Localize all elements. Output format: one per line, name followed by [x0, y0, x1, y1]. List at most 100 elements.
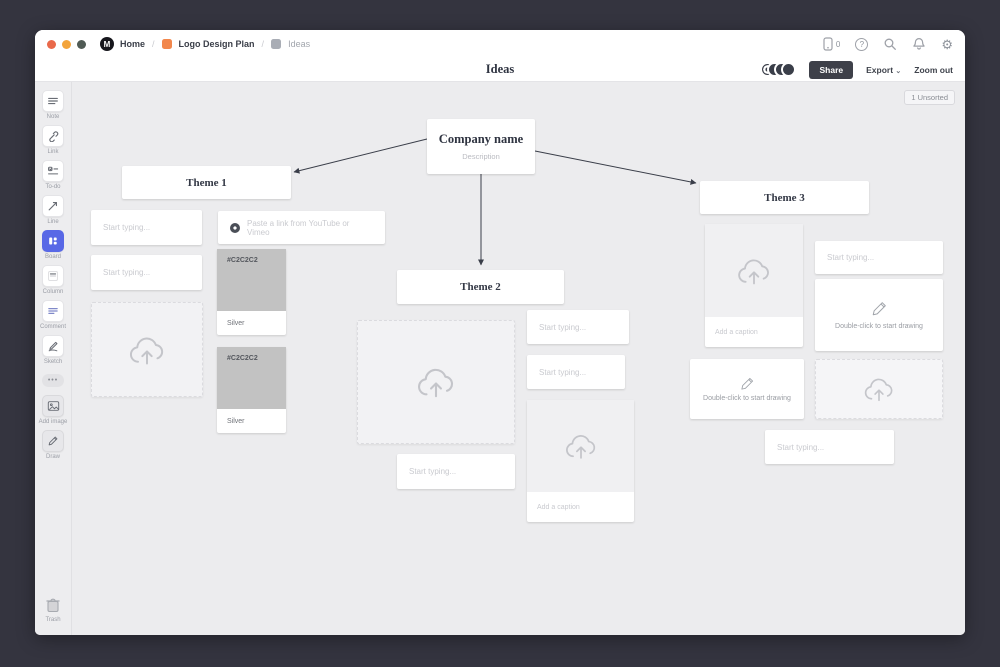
- caption-placeholder[interactable]: Add a caption: [715, 328, 758, 336]
- mobile-devices-button[interactable]: 0: [823, 37, 840, 51]
- notifications-bell-icon[interactable]: [912, 37, 926, 51]
- breadcrumb-current: Ideas: [288, 39, 311, 49]
- settings-gear-icon[interactable]: ⚙: [941, 36, 953, 52]
- breadcrumb-board[interactable]: Logo Design Plan: [178, 39, 255, 49]
- note-placeholder: Start typing...: [409, 467, 457, 476]
- tool-sketch[interactable]: Sketch: [42, 335, 64, 367]
- todo-icon: [48, 166, 59, 175]
- more-tools-button[interactable]: •••: [42, 374, 64, 387]
- color-swatch-card[interactable]: #C2C2C2 Silver: [217, 347, 286, 433]
- breadcrumb-separator: /: [261, 39, 265, 49]
- tool-board[interactable]: Board: [42, 230, 64, 262]
- tool-line[interactable]: Line: [42, 195, 64, 227]
- company-description: Description: [462, 152, 500, 161]
- app-logo[interactable]: M: [100, 37, 114, 51]
- sketch-card[interactable]: Double-click to start drawing: [690, 359, 804, 419]
- image-upload-placeholder[interactable]: [815, 359, 943, 419]
- close-window-button[interactable]: [47, 39, 56, 49]
- share-button[interactable]: Share: [809, 60, 854, 79]
- note-placeholder: Start typing...: [539, 367, 587, 377]
- minimize-window-button[interactable]: [62, 39, 71, 49]
- cloud-upload-icon: [565, 435, 595, 459]
- tool-label: Comment: [39, 324, 66, 330]
- board-icon: [49, 237, 57, 245]
- note-card[interactable]: Start typing...: [527, 355, 625, 389]
- note-card[interactable]: Start typing...: [397, 454, 515, 489]
- tool-label: To-do: [45, 184, 61, 190]
- cloud-upload-icon: [418, 368, 454, 398]
- link-placeholder: Paste a link from YouTube or Vimeo: [247, 218, 350, 237]
- tool-draw[interactable]: Draw: [42, 430, 64, 462]
- avatar: [781, 62, 797, 77]
- note-card[interactable]: Start typing...: [765, 430, 894, 464]
- color-swatch-card[interactable]: #C2C2C2 Silver: [217, 249, 286, 335]
- theme1-card[interactable]: Theme 1: [122, 166, 291, 199]
- tool-label: Board: [44, 254, 61, 260]
- collaborator-avatars[interactable]: [760, 62, 797, 77]
- note-card[interactable]: Start typing...: [91, 210, 202, 245]
- board-icon-gray: [271, 39, 282, 49]
- breadcrumb-home[interactable]: Home: [120, 39, 146, 49]
- note-icon: [48, 97, 58, 105]
- caption-placeholder[interactable]: Add a caption: [537, 503, 580, 511]
- image-area: [705, 224, 803, 317]
- add-image-icon: [47, 401, 59, 411]
- tool-todo[interactable]: To-do: [42, 160, 64, 192]
- search-icon[interactable]: [883, 37, 897, 51]
- tool-label: Trash: [45, 617, 61, 623]
- line-arrow-icon: [48, 202, 57, 211]
- page-title: Ideas: [485, 62, 515, 76]
- chevron-down-icon: ⌄: [895, 67, 902, 75]
- swatch-color-area: #C2C2C2: [217, 347, 286, 409]
- tool-sidebar: Note Link: [35, 82, 72, 635]
- help-icon[interactable]: ?: [855, 37, 869, 51]
- board-header: Ideas Share Export ⌄ Zoom out: [35, 58, 965, 82]
- theme2-card[interactable]: Theme 2: [397, 270, 564, 304]
- titlebar: M Home / Logo Design Plan / Ideas 0 ?: [35, 30, 965, 58]
- pencil-icon: [741, 377, 754, 390]
- zoom-window-button[interactable]: [77, 39, 86, 49]
- image-upload-placeholder[interactable]: [357, 320, 515, 444]
- note-card[interactable]: Start typing...: [815, 241, 943, 274]
- board-icon: [161, 39, 172, 49]
- tool-link[interactable]: Link: [42, 125, 64, 157]
- company-card[interactable]: Company name Description: [427, 119, 535, 174]
- video-link-card[interactable]: Paste a link from YouTube or Vimeo: [218, 211, 385, 244]
- video-play-icon: [230, 222, 240, 233]
- tool-label: Column: [42, 289, 64, 295]
- cloud-upload-icon: [864, 378, 893, 402]
- sketch-icon: [48, 341, 58, 352]
- export-button[interactable]: Export ⌄: [866, 65, 901, 75]
- draw-placeholder: Double-click to start drawing: [835, 323, 923, 330]
- comment-icon: [48, 307, 58, 315]
- note-placeholder: Start typing...: [103, 223, 151, 232]
- tool-note[interactable]: Note: [42, 90, 64, 122]
- note-placeholder: Start typing...: [777, 442, 825, 452]
- export-label: Export: [866, 64, 894, 75]
- theme3-card[interactable]: Theme 3: [700, 181, 869, 214]
- tool-column[interactable]: Column: [42, 265, 64, 297]
- phone-icon: [823, 37, 833, 51]
- image-card-with-caption[interactable]: Add a caption: [527, 400, 634, 522]
- theme2-title: Theme 2: [460, 281, 501, 293]
- image-upload-placeholder[interactable]: [91, 302, 203, 397]
- board-canvas[interactable]: 1 Unsorted Company name Description Them…: [72, 82, 965, 635]
- swatch-name: Silver: [227, 319, 245, 327]
- note-placeholder: Start typing...: [827, 253, 875, 262]
- image-area: [527, 400, 634, 492]
- trash-dropzone[interactable]: Trash: [43, 595, 63, 625]
- note-card[interactable]: Start typing...: [527, 310, 629, 344]
- note-placeholder: Start typing...: [103, 268, 151, 277]
- link-icon: [49, 131, 59, 142]
- column-icon: [48, 271, 58, 281]
- unsorted-badge[interactable]: 1 Unsorted: [904, 90, 955, 105]
- theme3-title: Theme 3: [764, 191, 805, 204]
- note-card[interactable]: Start typing...: [91, 255, 202, 290]
- tool-add-image[interactable]: Add image: [39, 395, 67, 427]
- image-card-with-caption[interactable]: Add a caption: [705, 224, 803, 347]
- zoom-out-button[interactable]: Zoom out: [914, 64, 953, 75]
- swatch-name: Silver: [227, 417, 245, 425]
- tool-label: Sketch: [43, 359, 63, 365]
- tool-comment[interactable]: Comment: [40, 300, 66, 332]
- sketch-card[interactable]: Double-click to start drawing: [815, 279, 943, 351]
